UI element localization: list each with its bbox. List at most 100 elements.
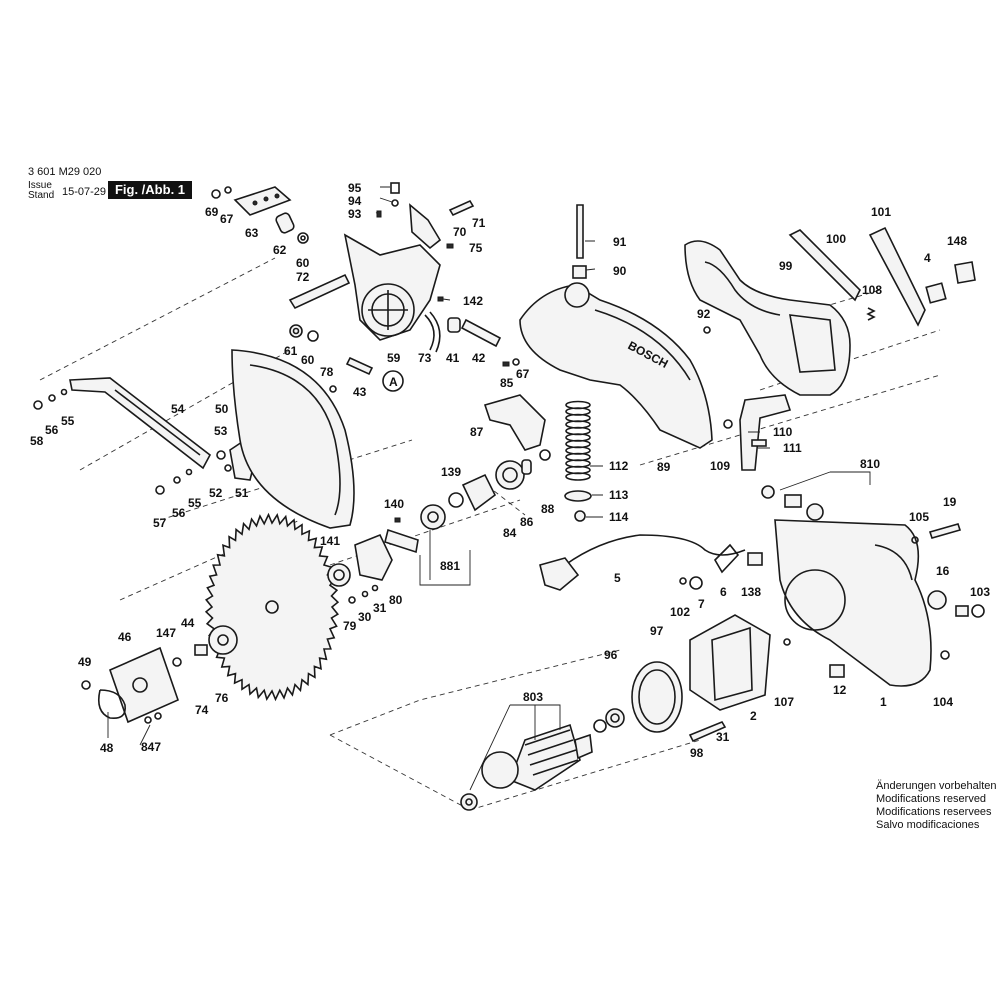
callout-31: 31 [373,601,387,615]
bushing-86 [521,459,532,475]
callout-803: 803 [523,690,543,704]
screw-105 [911,536,919,544]
callout-56: 56 [45,423,59,437]
callout-108: 108 [862,283,882,297]
callout-1: 1 [880,695,887,709]
screw-69 [211,189,221,199]
callout-107: 107 [774,695,794,709]
callout-5: 5 [614,571,621,585]
callout-41: 41 [446,351,460,365]
callout-55b: 55 [188,496,202,510]
notice-line-de: Änderungen vorbehalten [876,780,997,792]
callout-105: 105 [909,510,929,524]
lever-100 [788,229,861,302]
callout-140: 140 [384,497,404,511]
power-cord-5 [539,534,746,591]
callout-102: 102 [670,605,690,619]
spindle-881 [384,528,419,554]
callout-92: 92 [697,307,711,321]
callout-43: 43 [353,385,367,399]
motor-housing-1 [774,519,932,687]
notice-line-fr: Modifications reservees [876,806,992,818]
callout-73: 73 [418,351,432,365]
modifications-notice: Änderungen vorbehalten Modifications res… [876,780,996,832]
plate-46 [109,646,179,724]
gear-84 [495,460,525,490]
screw-75 [446,243,454,249]
screw-102 [679,577,687,585]
brush-holder-810 [761,485,824,521]
washer-60 [297,232,309,244]
callout-56b: 56 [172,506,186,520]
callout-80: 80 [389,593,403,607]
carbon-brush-103 [955,604,985,618]
callout-93: 93 [348,207,362,221]
callout-110: 110 [773,425,793,439]
callout-103: 103 [970,585,990,599]
lever-54 [69,377,212,470]
shaft-72 [288,273,351,310]
spring-73 [424,311,441,353]
callout-71: 71 [472,216,486,230]
issue-label-en: Issue [28,180,52,191]
callout-30: 30 [358,610,372,624]
callout-90: 90 [613,264,627,278]
callout-51: 51 [235,486,249,500]
pin-43 [345,356,374,376]
screw-98 [688,721,727,743]
saw-blade [204,512,340,702]
callout-97: 97 [650,624,664,638]
screw-142 [437,296,444,302]
callout-847: 847 [141,740,161,754]
callout-6: 6 [720,585,727,599]
screw-104 [940,650,950,660]
flange-76 [208,625,238,655]
washer-96b [593,719,607,733]
callout-60b: 60 [301,353,315,367]
callout-labels: 69 67 63 62 60 72 95 94 93 70 71 75 142 … [30,181,990,760]
spring-109 [723,419,733,429]
screw-111 [751,439,767,447]
knob-63 [233,186,292,216]
screw-92 [703,326,711,334]
screw-58 [33,400,43,410]
nut-90 [572,265,587,279]
callout-114: 114 [609,510,629,524]
washer-67 [224,186,232,194]
callout-55: 55 [61,414,75,428]
callout-44: 44 [181,616,195,630]
screw-78 [329,385,337,393]
strain-relief-6 [713,543,740,574]
upper-guard-89 [519,282,713,449]
screws-847 [144,712,162,724]
callout-62: 62 [273,243,287,257]
callout-74: 74 [195,703,209,717]
callout-76: 76 [215,691,229,705]
spring-coil [565,472,591,481]
callout-142: 142 [463,294,483,308]
callout-141: 141 [320,534,340,548]
ring-88 [539,449,551,461]
threaded-rod-42 [460,318,502,348]
callout-100: 100 [826,232,846,246]
callout-147: 147 [156,626,176,640]
callout-91: 91 [613,235,627,249]
callout-12: 12 [833,683,847,697]
detail-marker-a [382,370,404,392]
callout-86: 86 [520,515,534,529]
screw-19 [928,523,962,539]
callout-59: 59 [387,351,401,365]
bearing-881 [420,504,446,530]
callout-109: 109 [710,459,730,473]
cover-148 [954,261,976,284]
callout-67: 67 [220,212,234,226]
callout-112: 112 [609,459,629,473]
washer-53 [216,450,226,460]
callout-84: 84 [503,526,517,540]
cable-clamp-7 [689,576,703,590]
bearing-96 [605,708,625,728]
callout-98: 98 [690,746,704,760]
brush-cap-16 [927,590,947,610]
trigger-101 [868,226,926,327]
